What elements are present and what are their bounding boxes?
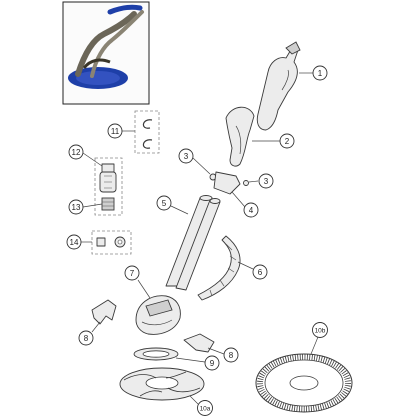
part-3-pin-right — [243, 180, 249, 186]
svg-text:1: 1 — [318, 69, 323, 78]
svg-text:5: 5 — [162, 199, 167, 208]
callout-4: 4 — [243, 202, 259, 218]
callout-2: 2 — [279, 133, 295, 149]
callout-11: 11 — [107, 123, 123, 139]
svg-text:7: 7 — [130, 269, 135, 278]
svg-text:4: 4 — [249, 206, 254, 215]
callout-9: 9 — [204, 355, 220, 371]
part-10b-skirt — [255, 353, 353, 413]
part-8-foot-right — [183, 333, 215, 353]
callout-10b: 10b — [312, 322, 328, 338]
callout-12: 12 — [68, 144, 84, 160]
callout-13: 13 — [68, 199, 84, 215]
callout-5: 5 — [156, 195, 172, 211]
svg-text:13: 13 — [72, 203, 81, 212]
part-11-clips — [142, 119, 153, 149]
svg-text:11: 11 — [111, 127, 120, 136]
svg-text:2: 2 — [285, 137, 290, 146]
svg-text:12: 12 — [72, 148, 81, 157]
part-13-valve-fitting — [101, 197, 115, 211]
part-1-swivel-handle — [256, 41, 301, 131]
part-2-top-housing — [225, 106, 255, 167]
svg-text:10b: 10b — [315, 328, 326, 335]
callout-3-left: 3 — [178, 148, 194, 164]
svg-text:10a: 10a — [200, 406, 211, 413]
callout-1: 1 — [312, 65, 328, 81]
svg-text:14: 14 — [70, 238, 79, 247]
callout-8-left: 8 — [78, 330, 94, 346]
callout-7: 7 — [124, 265, 140, 281]
part-8-foot-left — [91, 299, 117, 325]
svg-text:8: 8 — [84, 334, 89, 343]
assembled-cleaner-inset — [62, 1, 150, 105]
callout-3-right: 3 — [258, 173, 274, 189]
part-7-main-body — [135, 295, 181, 335]
callout-8-right: 8 — [223, 347, 239, 363]
svg-text:3: 3 — [184, 152, 189, 161]
part-6-flex-strip — [197, 235, 241, 301]
part-10a-disc — [119, 367, 205, 401]
part-4-connector — [213, 171, 241, 195]
svg-text:6: 6 — [258, 268, 263, 277]
svg-text:8: 8 — [229, 351, 234, 360]
part-14-fittings — [96, 236, 126, 248]
callout-6: 6 — [252, 264, 268, 280]
part-9-ring — [133, 347, 179, 361]
part-12-valve — [99, 163, 117, 193]
svg-text:9: 9 — [210, 359, 215, 368]
callout-14: 14 — [66, 234, 82, 250]
callout-10a: 10a — [197, 400, 213, 416]
part-5-tubes — [165, 195, 221, 291]
svg-text:3: 3 — [264, 177, 269, 186]
